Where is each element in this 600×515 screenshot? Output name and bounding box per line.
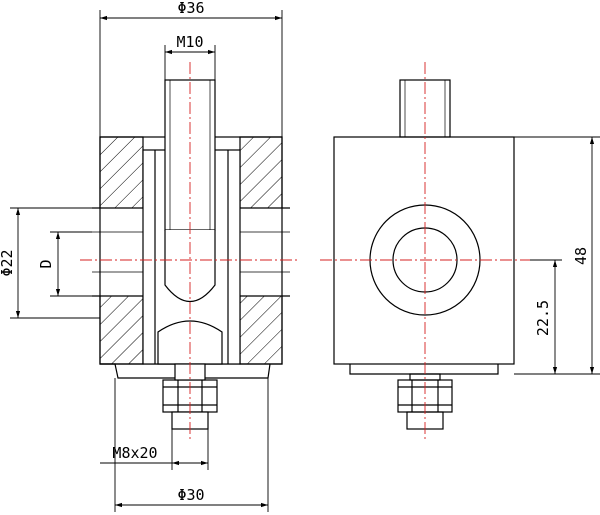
centerlines-right <box>320 62 530 440</box>
dim-base-diameter: Φ30 <box>177 486 204 504</box>
section-view <box>92 79 290 430</box>
dim-center-height: 22.5 <box>534 300 552 336</box>
dim-bore-diameter: Φ22 <box>0 249 16 276</box>
dim-outer-diameter: Φ36 <box>177 0 204 17</box>
side-body <box>333 136 515 365</box>
centerlines-left <box>80 62 300 440</box>
dimension-lines <box>10 10 600 512</box>
dim-height-total: 48 <box>572 247 590 265</box>
dim-bore-label: D <box>37 259 55 268</box>
side-view <box>333 79 515 430</box>
dim-thread-top: M10 <box>176 33 203 51</box>
dim-bottom-thread: M8x20 <box>112 444 157 462</box>
